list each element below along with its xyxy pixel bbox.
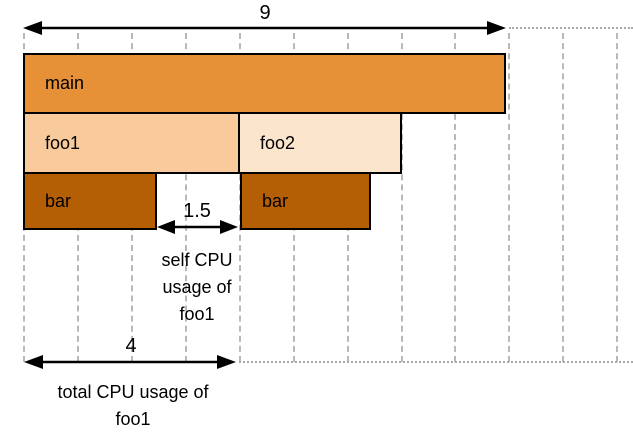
frame-main: main: [23, 53, 506, 114]
total-width-value: 9: [259, 2, 271, 24]
self-usage-caption: self CPU usage of foo1: [161, 250, 233, 324]
total-usage-caption: total CPU usage of foo1: [57, 382, 209, 429]
frame-bar-left: bar: [23, 172, 157, 230]
gridline-vertical: [454, 33, 456, 362]
self-usage-value: 1.5: [183, 200, 211, 222]
frame-foo1-label: foo1: [45, 132, 81, 153]
frame-foo2: foo2: [238, 112, 402, 174]
total-usage-value: 4: [125, 335, 137, 357]
gridline-vertical: [401, 33, 403, 362]
gridline-vertical: [562, 33, 564, 362]
gridline-vertical: [508, 33, 510, 362]
frame-main-label: main: [45, 73, 85, 93]
frame-bar-right-label: bar: [262, 190, 289, 211]
gridline-vertical: [185, 33, 187, 362]
gridline-vertical: [616, 33, 618, 362]
extension-line-bottom: [239, 361, 633, 363]
frame-bar-right: bar: [240, 172, 371, 230]
extension-line-top: [509, 27, 633, 29]
frame-bar-left-label: bar: [45, 190, 72, 211]
frame-foo1: foo1: [23, 112, 240, 174]
frame-foo2-label: foo2: [260, 132, 296, 153]
